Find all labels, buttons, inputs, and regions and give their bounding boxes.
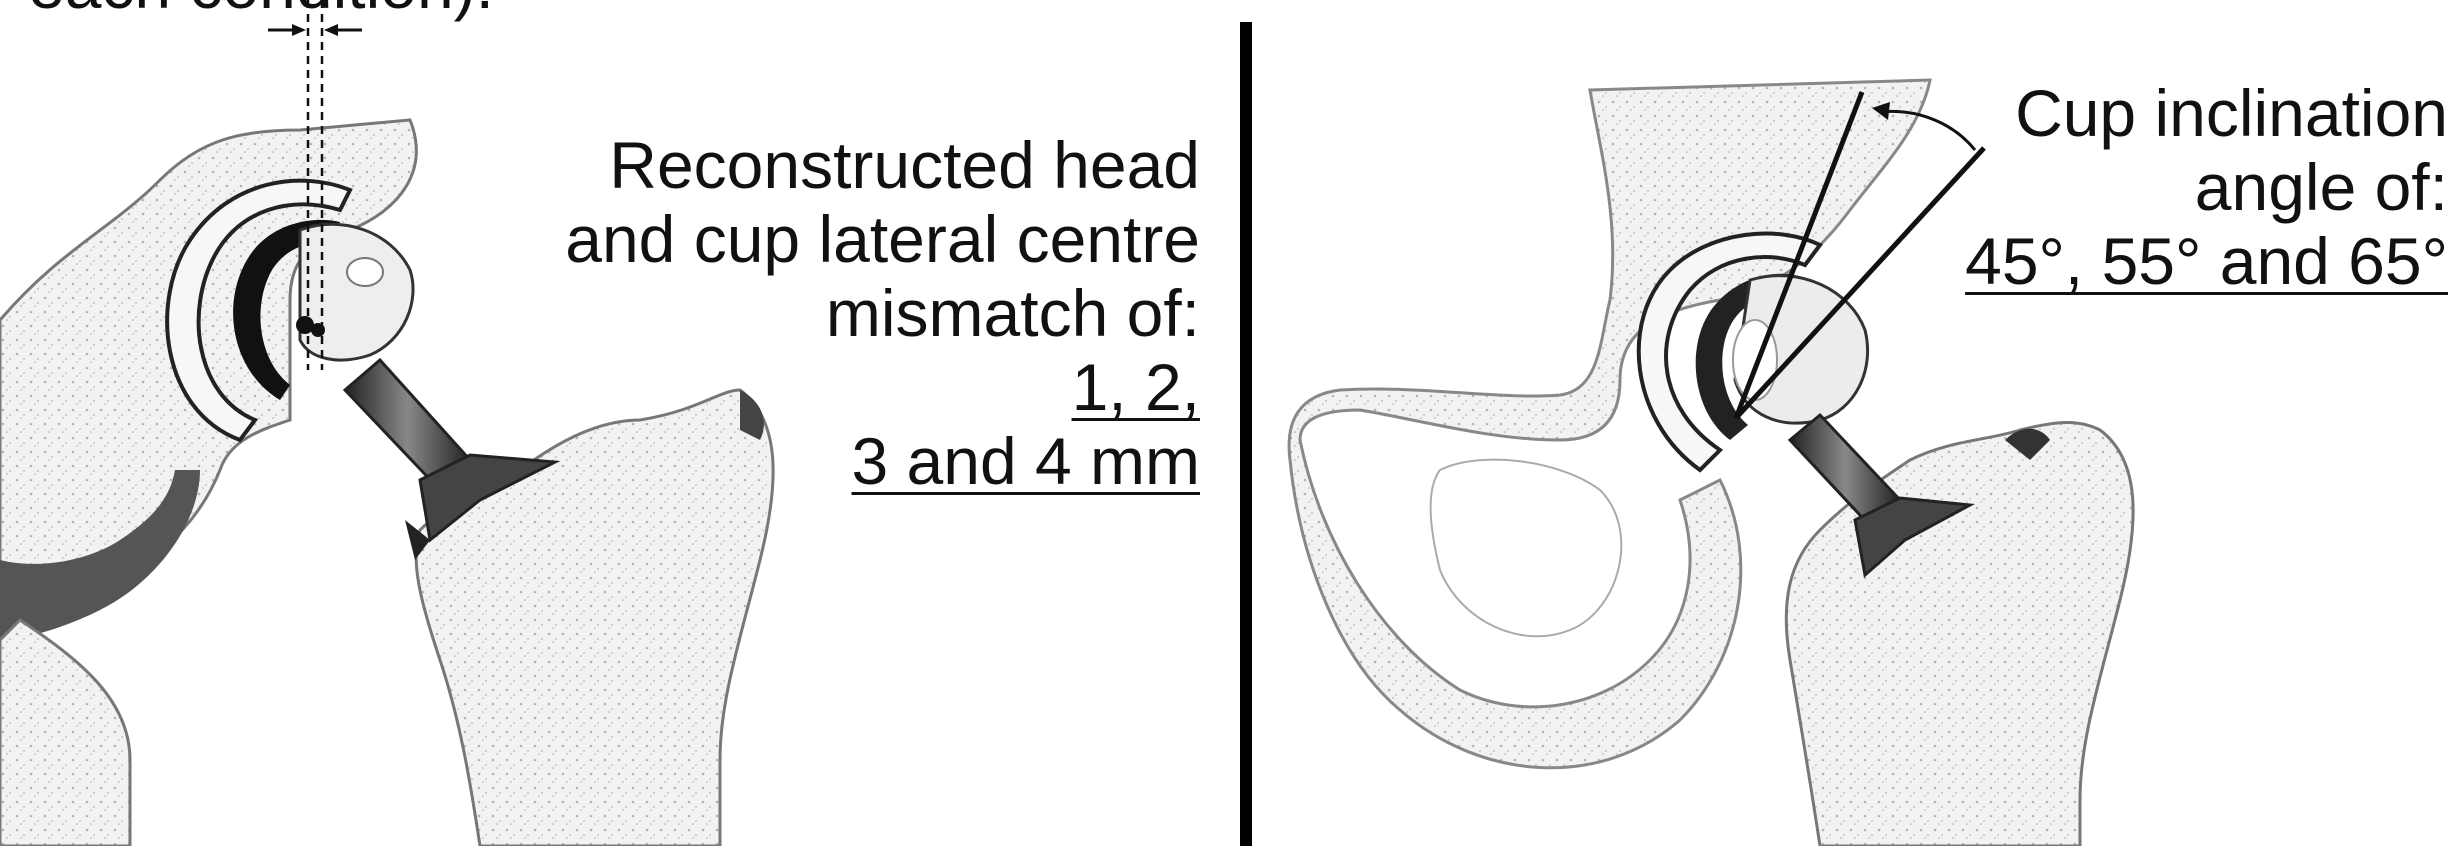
right-caption-line-1: Cup inclination	[1965, 76, 2448, 150]
left-values-line-1: 1, 2,	[565, 350, 1200, 424]
left-caption-line-2: and cup lateral centre	[565, 202, 1200, 276]
right-values-line: 45°, 55° and 65°	[1965, 224, 2448, 298]
left-caption-line-1: Reconstructed head	[565, 128, 1200, 202]
panel-divider	[1240, 22, 1252, 846]
right-caption: Cup inclination angle of: 45°, 55° and 6…	[1965, 76, 2448, 298]
left-caption: Reconstructed head and cup lateral centr…	[565, 128, 1200, 498]
right-caption-line-2: angle of:	[1965, 150, 2448, 224]
left-caption-line-3: mismatch of:	[565, 276, 1200, 350]
left-values-line-2: 3 and 4 mm	[565, 424, 1200, 498]
